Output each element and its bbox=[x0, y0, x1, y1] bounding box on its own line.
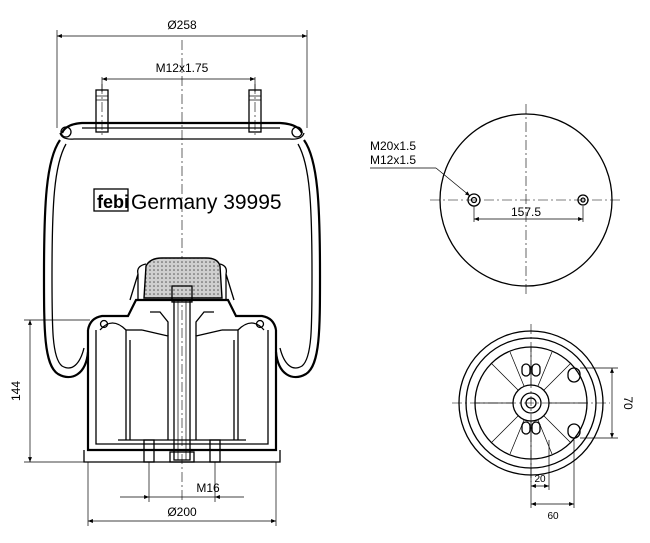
top-plan-view: M20x1.5 M12x1.5 157.5 bbox=[370, 104, 622, 296]
bump-stop bbox=[129, 257, 235, 303]
brand-logo: febi bbox=[97, 192, 129, 212]
top-diameter-dimension: Ø258 bbox=[56, 18, 308, 128]
mounting-stud-right bbox=[248, 84, 262, 138]
brand-mark: febi Germany 39995 bbox=[93, 188, 282, 214]
bottom-plan-view: 70 20 60 bbox=[452, 324, 635, 522]
rubber-bellows bbox=[42, 139, 322, 379]
base-height-label: 70 bbox=[621, 396, 635, 410]
top-thread-dimension: M12x1.75 bbox=[101, 61, 256, 92]
mounting-stud-left bbox=[95, 84, 109, 138]
plan-thread-2-label: M12x1.5 bbox=[370, 153, 416, 167]
plan-thread-1-label: M20x1.5 bbox=[370, 139, 416, 153]
plan-thread-callout: M20x1.5 M12x1.5 bbox=[370, 139, 471, 197]
plan-spacing-label: 157.5 bbox=[511, 205, 541, 219]
bottom-diameter-label: Ø200 bbox=[167, 505, 197, 519]
base-mounting-holes bbox=[521, 363, 581, 439]
base-ribs bbox=[475, 347, 587, 459]
side-view: Ø258 M12x1.75 bbox=[9, 18, 322, 526]
plan-spacing-dimension: 157.5 bbox=[473, 205, 584, 222]
bottom-thread-label: M16 bbox=[196, 481, 220, 495]
height-label: 144 bbox=[9, 381, 23, 401]
base-offset-small-label: 20 bbox=[534, 474, 546, 485]
bottom-diameter-dimension: Ø200 bbox=[87, 462, 277, 526]
base-offset-large-label: 60 bbox=[547, 511, 559, 522]
brand-caption: Germany 39995 bbox=[131, 191, 282, 214]
top-diameter-label: Ø258 bbox=[167, 18, 197, 32]
bottom-thread-dimension: M16 bbox=[120, 462, 244, 502]
height-dimension: 144 bbox=[9, 319, 90, 463]
base-offset-dimensions: 20 60 bbox=[530, 440, 575, 522]
piston bbox=[83, 298, 281, 463]
base-height-dimension: 70 bbox=[580, 367, 635, 439]
stud-hole-right bbox=[577, 194, 589, 206]
